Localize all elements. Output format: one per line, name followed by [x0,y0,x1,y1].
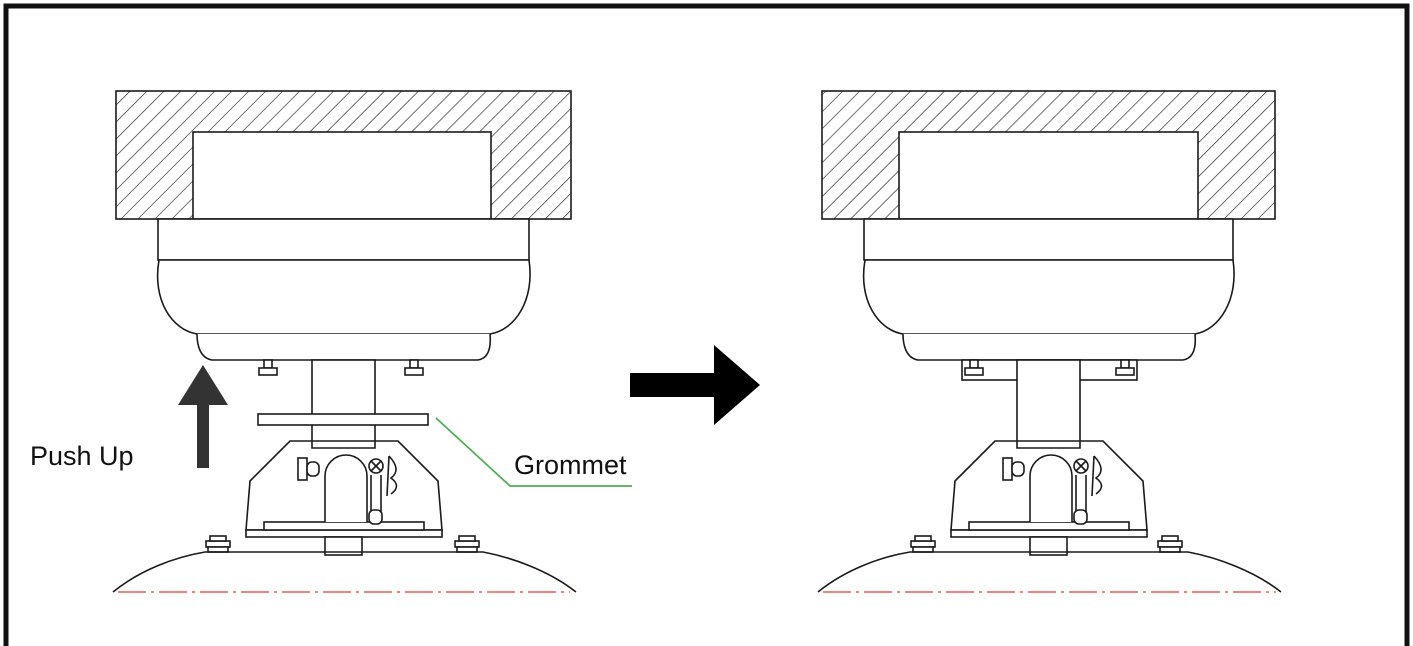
ceiling-mount-block [115,90,572,220]
push-up-label: Push Up [30,441,134,471]
canopy-screw-left-installed [964,359,984,376]
set-screw [297,457,320,481]
housing-screw-right [454,535,480,553]
housing-screw-right-installed [1157,535,1183,553]
housing-screw-left-installed [910,535,936,553]
hairpin-clip-installed [1073,455,1103,525]
canopy-collar [157,218,530,261]
canopy-screw-left [258,359,278,376]
before-assembly [112,90,577,593]
grommet [257,413,429,426]
grommet-leader-line [435,417,632,487]
canopy-collar-installed [863,218,1234,261]
canopy-dome-installed [862,259,1235,335]
grommet-label: Grommet [514,450,627,480]
canopy-screw-right [404,359,424,376]
arrow-right-icon [630,345,760,425]
downrod [311,359,376,449]
motor-housing [112,551,577,593]
after-assembly [817,90,1282,593]
ceiling-mount-block-installed [821,90,1276,220]
hairpin-clip [368,455,398,525]
set-screw-installed [1002,457,1025,481]
housing-screw-left [205,535,231,553]
canopy-dome [156,259,531,335]
canopy-screw-right-installed [1115,359,1135,376]
diagram-frame [3,3,1410,646]
downrod-installed [1016,359,1081,449]
downrod-slot [324,454,368,522]
canopy-bottom-ring [196,333,492,361]
arrow-up-icon [178,365,228,468]
bracket-base-plate [245,529,443,538]
motor-housing-installed [817,551,1282,593]
